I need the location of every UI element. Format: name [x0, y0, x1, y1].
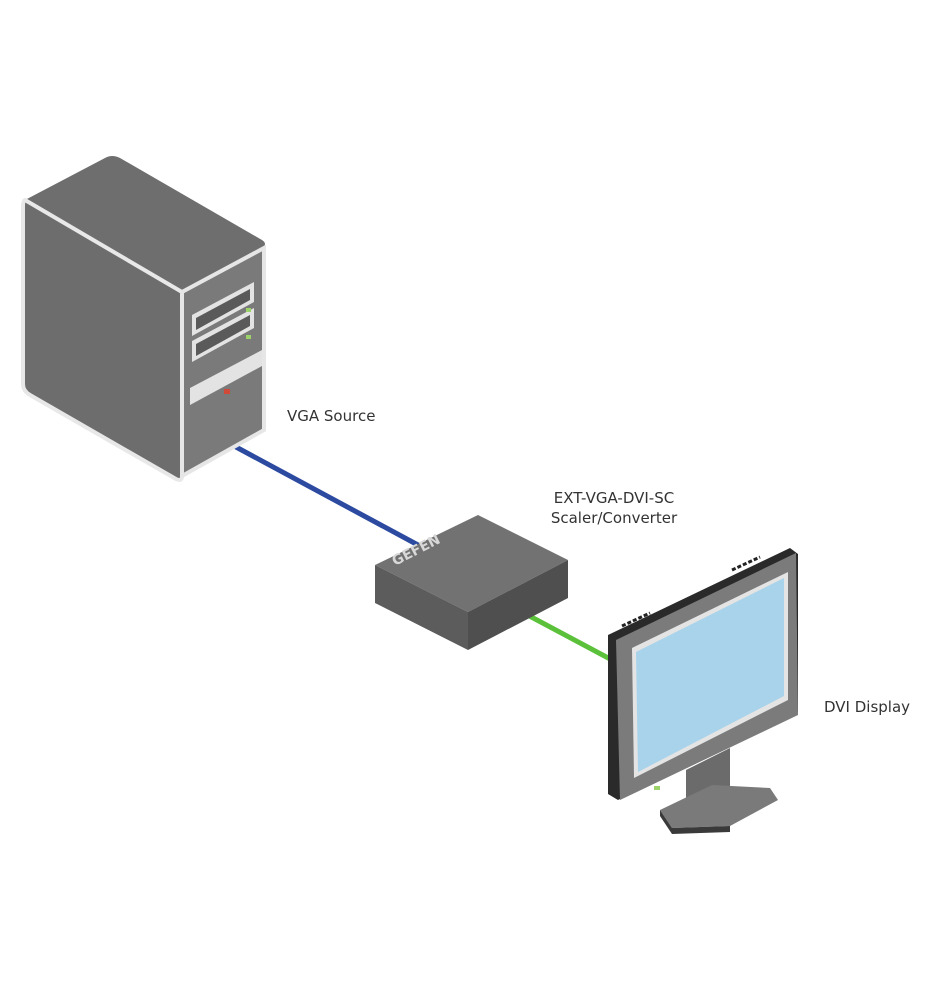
dvi-cable: [519, 609, 615, 663]
scaler-model-label: EXT-VGA-DVI-SC: [553, 489, 675, 507]
scaler-box-icon: GEFEN: [375, 515, 568, 650]
monitor-icon: [608, 548, 798, 834]
tower-computer-icon: [21, 156, 266, 482]
vga-source-label: VGA Source: [287, 407, 376, 425]
vga-cable: [233, 444, 421, 548]
scaler-type-label: Scaler/Converter: [550, 509, 678, 527]
dvi-display-label: DVI Display: [824, 698, 911, 716]
